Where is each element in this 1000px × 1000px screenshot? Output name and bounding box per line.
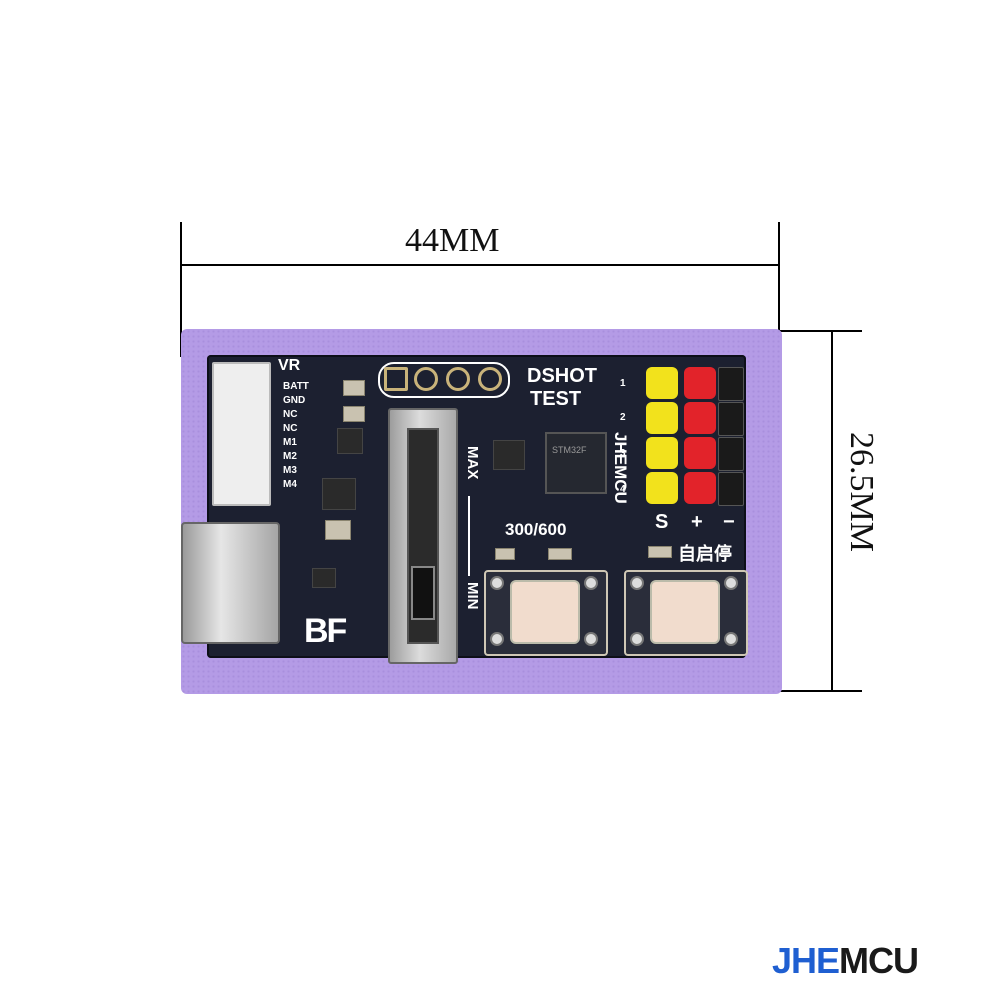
channel-number-1: 1	[620, 378, 626, 389]
mounting-hole	[630, 576, 644, 590]
mode-label: 300/600	[505, 520, 567, 539]
mounting-hole	[490, 576, 504, 590]
slider-min-label: MIN	[464, 582, 481, 610]
usb-c-port[interactable]	[181, 522, 280, 644]
power-pin[interactable]	[684, 437, 716, 469]
height-dimension-line	[831, 330, 833, 692]
width-dimension-left-tick	[180, 222, 182, 357]
pad-row	[378, 362, 510, 398]
width-dimension-label: 44MM	[405, 222, 500, 259]
label-m4: M4	[283, 479, 297, 490]
signal-pin[interactable]	[646, 472, 678, 504]
jst-connector	[212, 362, 271, 506]
led	[495, 548, 515, 560]
solder-pad	[414, 367, 438, 391]
ground-pin[interactable]	[718, 402, 744, 436]
capacitor	[343, 406, 365, 422]
label-m3: M3	[283, 465, 297, 476]
pin-label-ground: −	[723, 511, 735, 533]
height-dimension-top-tick	[760, 330, 862, 332]
transistor	[312, 568, 336, 588]
width-dimension-line	[180, 264, 780, 266]
brand-watermark-part1: JHE	[772, 940, 840, 981]
channel-number-2: 2	[620, 412, 626, 423]
regulator-chip	[337, 428, 363, 454]
ground-pin[interactable]	[718, 367, 744, 401]
slider-knob[interactable]	[411, 566, 435, 620]
brand-watermark: JHEMCU	[772, 940, 919, 982]
power-pin[interactable]	[684, 402, 716, 434]
channel-number-4: 4	[620, 484, 626, 495]
mounting-hole	[490, 632, 504, 646]
pin-label-power: +	[691, 511, 703, 533]
solder-pad	[384, 367, 408, 391]
label-batt: BATT	[283, 381, 309, 392]
mounting-hole	[724, 632, 738, 646]
label-m2: M2	[283, 451, 297, 462]
label-vr: VR	[278, 357, 301, 374]
mcu-chip-text: STM32F	[552, 445, 587, 455]
mounting-hole	[584, 632, 598, 646]
pin-label-signal: S	[655, 511, 669, 533]
height-dimension-bottom-tick	[760, 690, 862, 692]
signal-pin[interactable]	[646, 367, 678, 399]
pin-header-ground	[718, 367, 744, 506]
board-title-line2: TEST	[530, 388, 582, 410]
capacitor	[325, 520, 351, 540]
signal-pin[interactable]	[646, 402, 678, 434]
label-nc-1: NC	[283, 409, 298, 420]
bf-logo: BF	[304, 612, 347, 650]
label-nc-2: NC	[283, 423, 298, 434]
board-title-line1: DSHOT	[527, 365, 597, 387]
led	[548, 548, 572, 560]
inductor	[322, 478, 356, 510]
ground-pin[interactable]	[718, 472, 744, 506]
auto-stop-label: 自启停	[678, 544, 732, 565]
auto-stop-button-cap[interactable]	[650, 580, 720, 644]
capacitor	[343, 380, 365, 396]
label-m1: M1	[283, 437, 297, 448]
mounting-hole	[630, 632, 644, 646]
mounting-hole	[584, 576, 598, 590]
solder-pad	[478, 367, 502, 391]
mosfet	[493, 440, 525, 470]
label-gnd: GND	[283, 395, 306, 406]
pin-header-signal	[644, 367, 680, 505]
mounting-hole	[724, 576, 738, 590]
pin-header-power	[682, 367, 718, 505]
mcu-chip	[545, 432, 607, 494]
channel-number-3: 3	[620, 448, 626, 459]
power-pin[interactable]	[684, 367, 716, 399]
brand-watermark-part2: MCU	[839, 940, 919, 981]
ground-pin[interactable]	[718, 437, 744, 471]
dshot-mode-button-cap[interactable]	[510, 580, 580, 644]
signal-pin[interactable]	[646, 437, 678, 469]
width-dimension-right-tick	[778, 222, 780, 357]
solder-pad	[446, 367, 470, 391]
height-dimension-label: 26.5MM	[843, 432, 880, 552]
power-pin[interactable]	[684, 472, 716, 504]
led	[648, 546, 672, 558]
slider-arrow	[468, 496, 470, 576]
slider-max-label: MAX	[464, 446, 481, 480]
